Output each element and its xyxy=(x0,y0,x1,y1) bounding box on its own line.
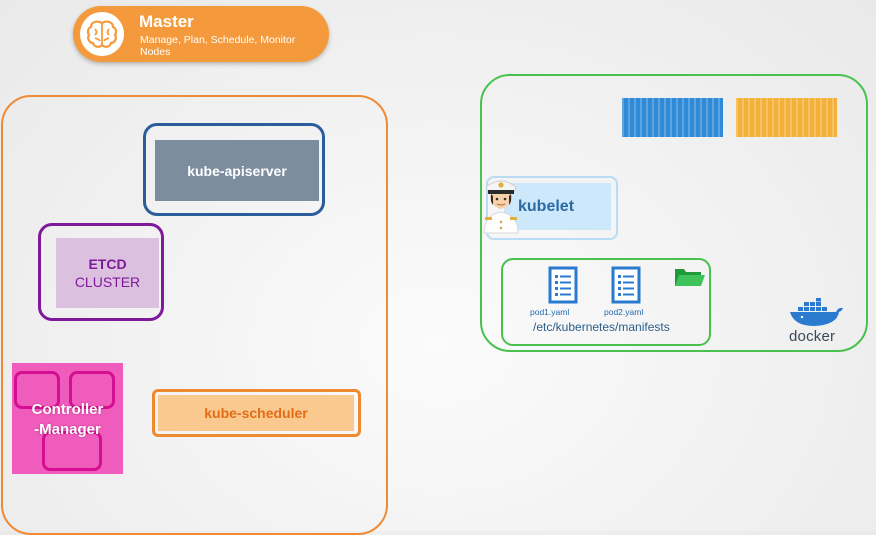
controller-square xyxy=(69,371,115,409)
pod1-file-label: pod1.yaml xyxy=(530,307,570,317)
static-pod-manifests-folder xyxy=(501,258,711,346)
controller-manager-label-line1: Controller xyxy=(31,401,104,418)
etcd-label: ETCD xyxy=(88,256,127,272)
document-icon xyxy=(548,266,578,304)
pod2-file-label: pod2.yaml xyxy=(604,307,644,317)
controller-manager-label-line2: -Manager xyxy=(34,421,101,438)
worker-node-boundary xyxy=(480,74,868,352)
captain-icon xyxy=(480,175,522,235)
kubelet-frame xyxy=(486,176,618,240)
etcd-cluster-frame xyxy=(38,223,164,321)
container-blue xyxy=(622,98,723,137)
master-title: Master xyxy=(139,12,194,31)
kubelet-label: kubelet xyxy=(518,197,575,215)
controller-square xyxy=(14,371,60,409)
kube-scheduler-label: kube-scheduler xyxy=(204,405,308,421)
container-orange xyxy=(736,98,837,137)
etcd-cluster: ETCD CLUSTER xyxy=(56,238,159,308)
brain-icon xyxy=(80,12,124,56)
kube-apiserver-frame xyxy=(143,123,325,216)
manifests-path-label: /etc/kubernetes/manifests xyxy=(533,320,670,334)
controller-manager-label: Controller -Manager xyxy=(12,400,123,440)
controller-square xyxy=(42,431,102,471)
kubelet: kubelet xyxy=(504,183,611,230)
kube-scheduler-frame xyxy=(152,389,361,437)
docker-label: docker xyxy=(789,328,836,345)
kube-apiserver: kube-apiserver xyxy=(155,140,319,201)
etcd-cluster-label: CLUSTER xyxy=(74,274,141,290)
docker-whale-icon xyxy=(790,298,843,326)
controller-manager xyxy=(12,363,123,474)
folder-icon xyxy=(675,269,705,286)
document-icon xyxy=(611,266,641,304)
master-description: Manage, Plan, Schedule, Monitor Nodes xyxy=(140,34,296,58)
kube-scheduler: kube-scheduler xyxy=(158,395,354,431)
kube-apiserver-label: kube-apiserver xyxy=(187,162,287,179)
